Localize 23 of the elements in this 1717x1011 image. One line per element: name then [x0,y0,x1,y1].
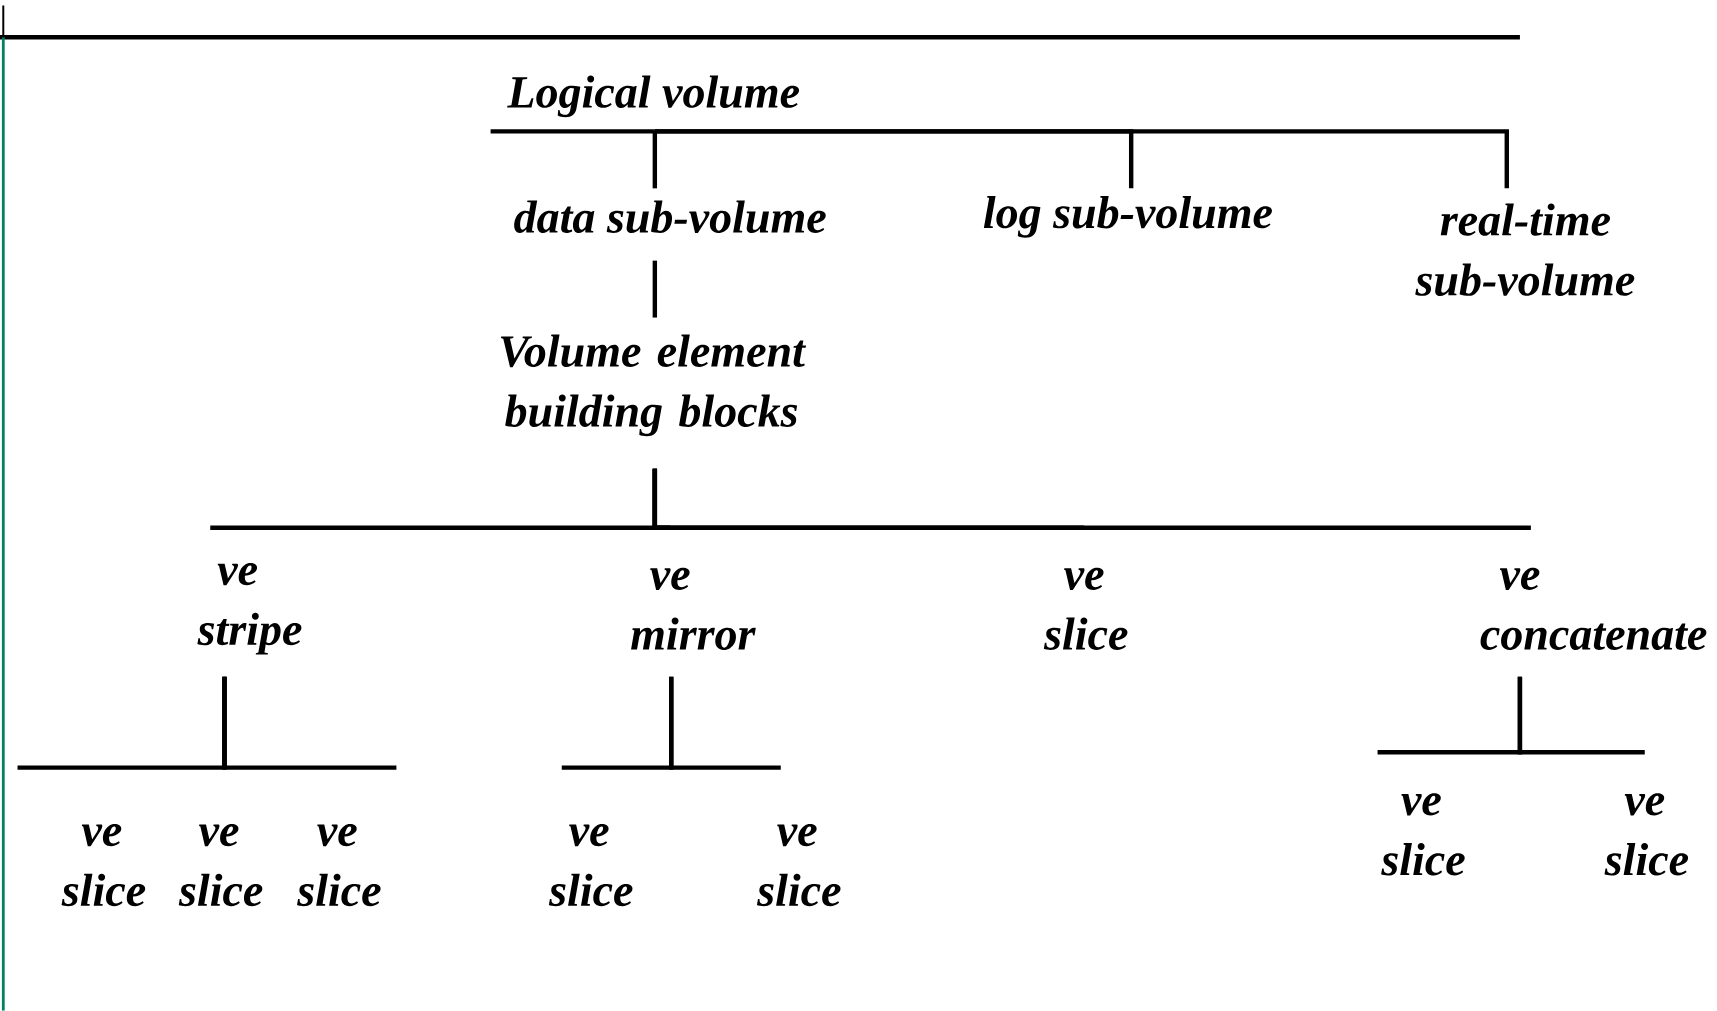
tree-label: Logical volume [507,75,800,118]
tree-line [652,131,658,189]
tree-label: ve slice [1043,567,1128,651]
tree-line [1517,676,1645,755]
tree-label: ve concatenate [1480,567,1707,651]
tree-label: log sub-volume [983,196,1272,238]
tree-label: ve mirror [631,567,756,651]
tree-label: ve slice [1604,793,1689,876]
tree-label: ve slice [297,824,381,907]
tree-line [654,129,1509,189]
tree-label: ve slice [178,824,263,907]
tree-label: ve stripe [197,563,302,655]
tree-line [652,468,1531,531]
tree-label: ve slice [548,824,633,907]
tree-label: data sub-volume [514,200,826,234]
tree-label: real-time sub-volume [1415,203,1635,297]
tree-line [222,676,397,770]
tree-line [652,260,658,318]
tree-label: ve slice [61,824,146,907]
tree-line [669,676,781,770]
tree-label: Volume element building blocks [500,334,807,437]
tree-label: ve slice [756,824,841,907]
tree-label: ve slice [1381,793,1465,876]
